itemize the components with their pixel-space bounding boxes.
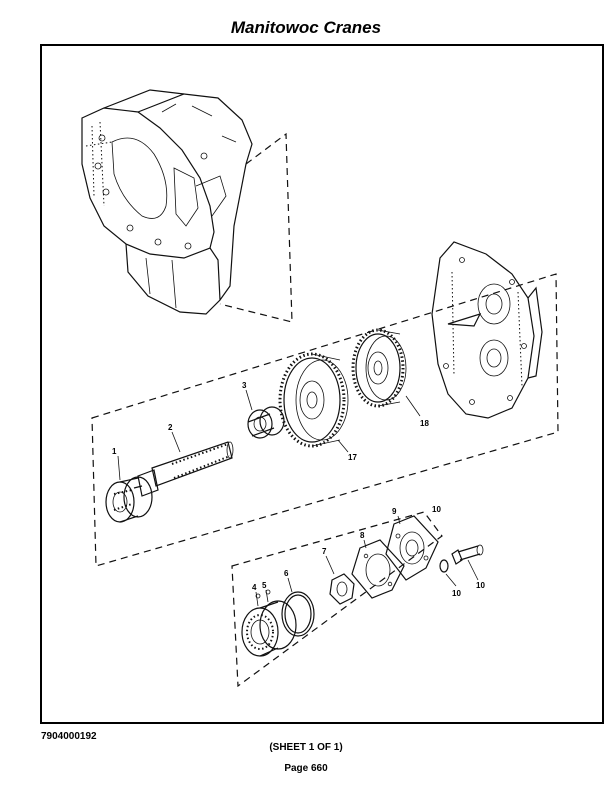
output-group-outline (231, 511, 443, 688)
callout-17: 17 (348, 453, 357, 462)
bolt-10 (439, 544, 484, 573)
callout-10-bolt: 10 (476, 581, 485, 590)
callout-10-washer: 10 (452, 589, 461, 598)
callout-leaders (117, 389, 479, 607)
transfer-case-cover (431, 241, 543, 419)
seal-ring-6 (281, 591, 315, 637)
callout-10-retainer: 10 (432, 505, 441, 514)
bearing-1 (105, 476, 153, 523)
document-number: 7904000192 (41, 731, 97, 742)
nut-8 (329, 573, 355, 605)
callout-6: 6 (284, 569, 289, 578)
callout-5: 5 (262, 581, 267, 590)
page-number: Page 660 (284, 763, 328, 774)
transmission-housing (81, 89, 253, 315)
callout-3: 3 (242, 381, 247, 390)
shaft-2 (133, 441, 234, 497)
page-title: Manitowoc Cranes (230, 18, 382, 37)
flange-assembly (241, 589, 297, 657)
gasket-9 (351, 539, 405, 599)
gear-17 (278, 352, 349, 448)
callout-4: 4 (252, 583, 257, 592)
retainer-10 (385, 515, 439, 581)
sheet-indicator: (SHEET 1 OF 1) (269, 742, 343, 753)
callout-1: 1 (112, 447, 117, 456)
callout-8: 8 (360, 531, 365, 540)
bushing-3 (247, 406, 285, 439)
diagram-frame: 1 2 3 17 18 4 5 6 7 8 9 10 10 10 (40, 44, 604, 724)
gear-group-outline (91, 273, 559, 567)
exploded-parts-diagram: 1 2 3 17 18 4 5 6 7 8 9 10 10 10 (81, 89, 559, 688)
callout-18: 18 (420, 419, 429, 428)
housing-dashed-guide (219, 132, 293, 323)
gear-18 (351, 328, 407, 408)
callout-9: 9 (392, 507, 397, 516)
callout-2: 2 (168, 423, 173, 432)
callout-7: 7 (322, 547, 327, 556)
